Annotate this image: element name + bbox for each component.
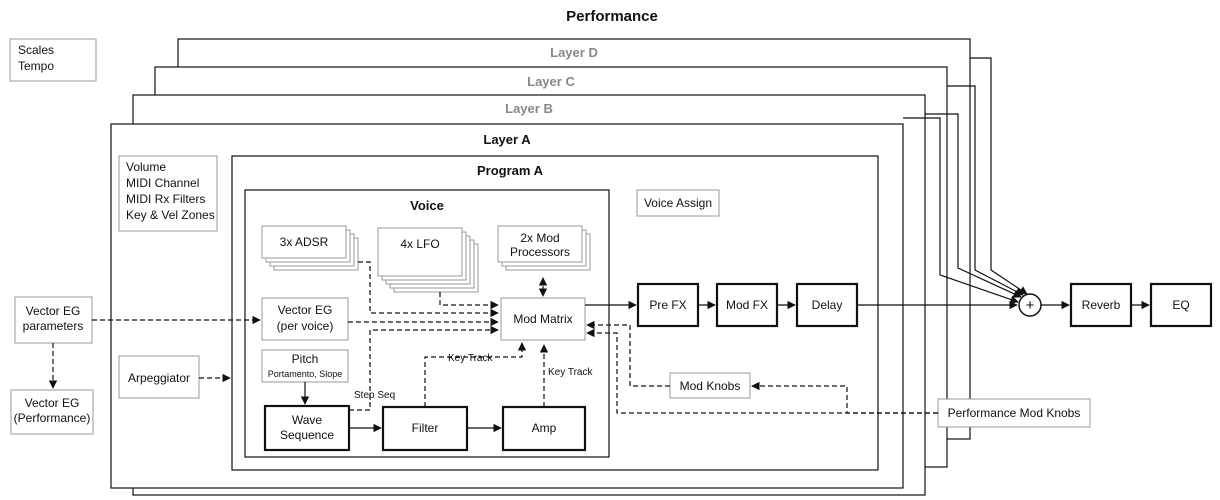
- midi-channel-label: MIDI Channel: [126, 176, 199, 190]
- perf-mod-knobs-to-mod-matrix-line: [586, 328, 938, 414]
- delay-block[interactable]: Delay: [795, 282, 859, 328]
- pre-fx-block[interactable]: Pre FX: [636, 282, 700, 328]
- perf-mod-knobs-to-mod-knobs-line: [751, 381, 938, 414]
- mod-matrix-label: Mod Matrix: [513, 312, 572, 326]
- mod-knobs-box[interactable]: Mod Knobs: [669, 372, 751, 399]
- tempo-label: Tempo: [18, 59, 54, 73]
- lfo-to-mod-matrix-line: [439, 292, 499, 310]
- wave-sequence-label-1: Wave: [292, 413, 323, 427]
- eq-block[interactable]: EQ: [1149, 282, 1213, 328]
- delay-label: Delay: [812, 298, 843, 312]
- eq-label: EQ: [1172, 298, 1189, 312]
- vector-eg-parameters-label-1: Vector EG: [26, 304, 81, 318]
- step-seq-line: [349, 325, 499, 411]
- mod-knobs-to-mod-matrix-line: [586, 320, 670, 387]
- amp-label: Amp: [532, 421, 557, 435]
- key-track-amp-label: Key Track: [548, 367, 593, 378]
- key-vel-zones-label: Key & Vel Zones: [126, 208, 215, 222]
- layer-b-output-line: [925, 113, 1022, 298]
- layer-d-title: Layer D: [550, 45, 598, 60]
- program-a-title: Program A: [477, 163, 544, 178]
- layer-c-title: Layer C: [527, 74, 575, 89]
- performance-mod-knobs-label: Performance Mod Knobs: [948, 406, 1081, 420]
- arpeggiator-label: Arpeggiator: [128, 371, 190, 385]
- mod-knobs-label: Mod Knobs: [680, 379, 741, 393]
- vector-eg-per-voice-label-1: Vector EG: [278, 303, 333, 317]
- adsr-block[interactable]: 3x ADSR: [261, 225, 359, 271]
- scales-label: Scales: [18, 43, 54, 57]
- pre-fx-label: Pre FX: [649, 298, 686, 312]
- layer-c-output-line: [947, 85, 1024, 296]
- pitch-block[interactable]: Pitch Portamento, Slope: [261, 349, 349, 383]
- performance-mod-knobs-box[interactable]: Performance Mod Knobs: [937, 398, 1091, 428]
- vector-eg-performance-label-1: Vector EG: [25, 396, 80, 410]
- mod-processors-block[interactable]: 2x Mod Processors: [497, 225, 591, 271]
- vector-eg-parameters-label-2: parameters: [23, 319, 84, 333]
- voice-title: Voice: [410, 198, 444, 213]
- reverb-block[interactable]: Reverb: [1069, 282, 1133, 328]
- adsr-label: 3x ADSR: [280, 235, 329, 249]
- vector-eg-parameters-box[interactable]: Vector EG parameters: [14, 296, 93, 344]
- mod-processors-label-2: Processors: [510, 245, 570, 259]
- mod-processors-label-1: 2x Mod: [520, 231, 559, 245]
- layer-a-title: Layer A: [483, 132, 531, 147]
- pitch-sub-label: Portamento, Slope: [268, 369, 343, 379]
- mixer-plus-symbol: +: [1026, 297, 1035, 314]
- key-track-filter-label: Key Track: [448, 353, 493, 364]
- mod-fx-block[interactable]: Mod FX: [715, 282, 779, 328]
- mixer-sum-node: +: [1018, 293, 1042, 317]
- voice-assign-box[interactable]: Voice Assign: [636, 189, 720, 217]
- reverb-label: Reverb: [1082, 298, 1121, 312]
- lfo-block[interactable]: 4x LFO: [377, 227, 479, 293]
- layer-settings-box: Volume MIDI Channel MIDI Rx Filters Key …: [118, 155, 218, 232]
- filter-key-track-line: [424, 342, 527, 407]
- vector-eg-performance-label-2: (Performance): [14, 411, 91, 425]
- performance-title: Performance: [566, 8, 658, 25]
- volume-label: Volume: [126, 160, 166, 174]
- amp-block[interactable]: Amp: [501, 405, 587, 452]
- scales-tempo-box: Scales Tempo: [9, 38, 97, 82]
- mod-fx-label: Mod FX: [726, 298, 768, 312]
- layer-b-title: Layer B: [505, 101, 553, 116]
- pitch-label: Pitch: [292, 352, 319, 366]
- filter-block[interactable]: Filter: [381, 405, 469, 452]
- voice-assign-label: Voice Assign: [644, 196, 712, 210]
- vector-eg-performance-box[interactable]: Vector EG (Performance): [10, 389, 94, 435]
- vector-eg-per-voice-block[interactable]: Vector EG (per voice): [261, 297, 349, 341]
- filter-label: Filter: [412, 421, 439, 435]
- wave-sequence-block[interactable]: Wave Sequence: [263, 404, 351, 452]
- arpeggiator-box[interactable]: Arpeggiator: [118, 355, 200, 399]
- layer-d-output-line: [970, 57, 1028, 295]
- step-seq-label: Step Seq: [354, 390, 395, 401]
- vector-eg-per-voice-label-2: (per voice): [277, 319, 334, 333]
- midi-rx-filters-label: MIDI Rx Filters: [126, 192, 205, 206]
- layer-a-output-line: [903, 117, 1019, 304]
- wave-sequence-label-2: Sequence: [280, 428, 334, 442]
- mod-matrix-block[interactable]: Mod Matrix: [500, 297, 586, 341]
- lfo-label: 4x LFO: [400, 237, 439, 251]
